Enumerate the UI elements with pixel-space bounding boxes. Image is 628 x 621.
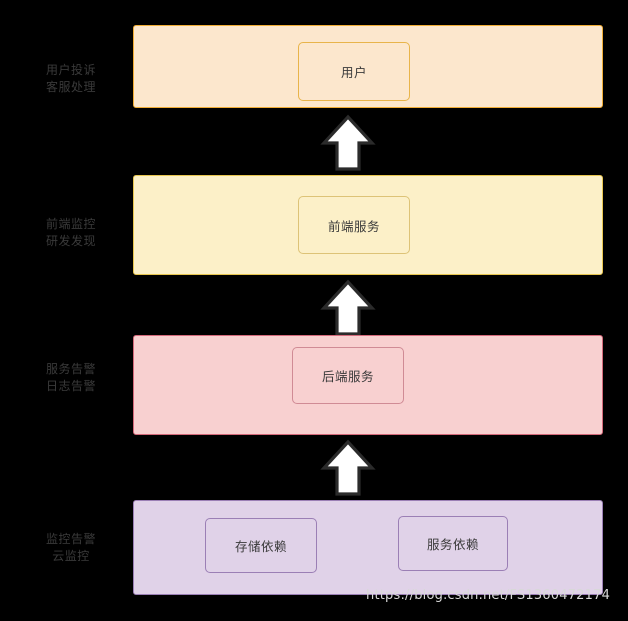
row-label-service-alert: 服务告警 日志告警 [45, 362, 96, 393]
arrow-dependency-to-backend [320, 439, 376, 496]
node-backend-service-label: 后端服务 [321, 369, 374, 384]
node-storage-dependency-label: 存储依赖 [234, 539, 287, 554]
band-monitor-alert [133, 500, 603, 595]
arrow-backend-to-frontend [320, 279, 376, 336]
node-frontend-service-label: 前端服务 [327, 218, 380, 234]
node-service-dependency-label: 服务依赖 [426, 537, 479, 552]
node-service-dependency[interactable]: 服务依赖 [398, 516, 508, 571]
row-label-user-complaint: 用户投诉 客服处理 [45, 63, 96, 94]
row-label-monitor-alert: 监控告警 云监控 [45, 532, 96, 563]
node-user-label: 用户 [340, 65, 367, 80]
arrow-frontend-to-user [320, 114, 376, 171]
node-backend-service[interactable]: 后端服务 [292, 347, 404, 404]
node-frontend-service[interactable]: 前端服务 [298, 196, 410, 254]
watermark-url: https://blog.csdn.net/FS1360472174 [366, 588, 611, 603]
node-user[interactable]: 用户 [298, 42, 410, 101]
node-storage-dependency[interactable]: 存储依赖 [205, 518, 317, 573]
row-label-frontend-monitor: 前端监控 研发发现 [45, 217, 96, 248]
